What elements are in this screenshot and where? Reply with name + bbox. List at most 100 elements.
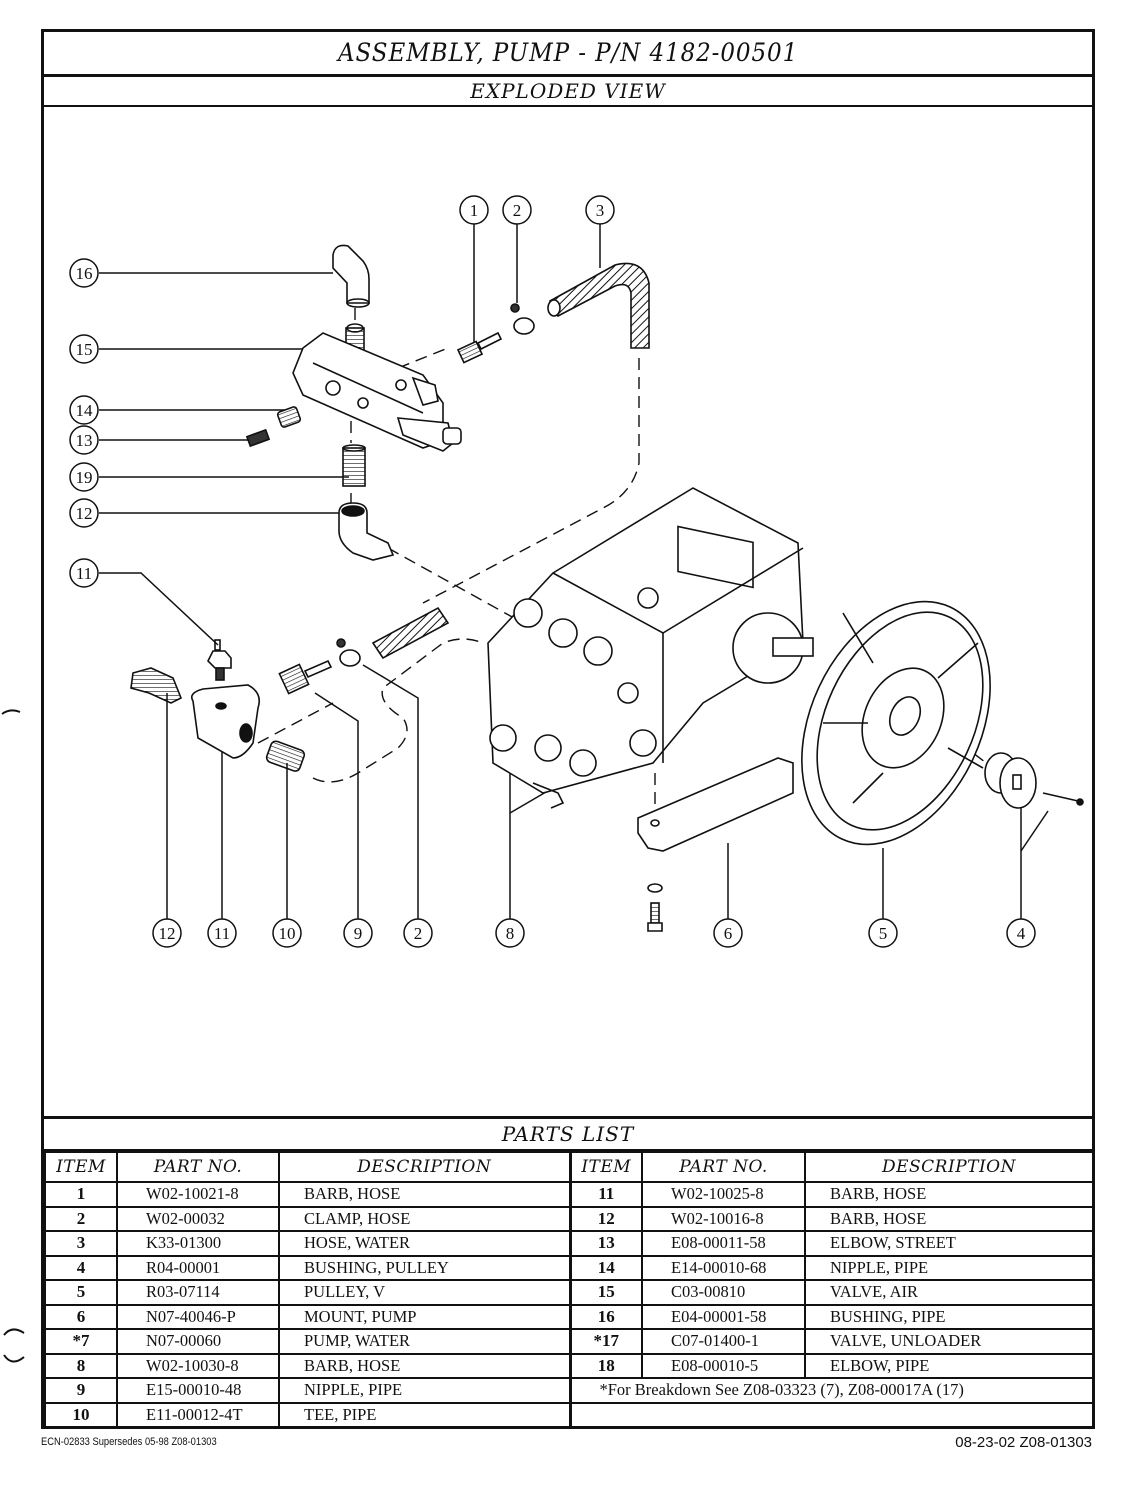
callout-label-2-bottom: 2: [414, 924, 423, 943]
drawing-sheet: ASSEMBLY, PUMP - P/N 4182-00501 EXPLODED…: [41, 29, 1095, 1429]
elbow-pipe-part-18: [332, 244, 370, 308]
callout-12: [152, 918, 182, 948]
part-number: E15-00010-48: [116, 1377, 280, 1404]
part-description: PULLEY, V: [278, 1279, 571, 1306]
page-title: ASSEMBLY, PUMP - P/N 4182-00501: [337, 38, 799, 67]
item-number: 5: [44, 1279, 118, 1306]
part-number: C03-00810: [641, 1279, 806, 1306]
callout-label-10: 10: [279, 924, 296, 943]
callout-13: [69, 558, 99, 588]
item-number: 12: [568, 1205, 643, 1232]
part-description: BARB, HOSE: [804, 1205, 1094, 1232]
item-number: 4: [44, 1254, 118, 1281]
callout-label-2-top: 2: [513, 201, 522, 220]
callout-9: [343, 918, 373, 948]
callout-8: [495, 918, 525, 948]
callout-18: [69, 258, 99, 288]
item-number: *7: [44, 1328, 118, 1355]
part-description: VALVE, UNLOADER: [804, 1328, 1094, 1355]
callout-1: [459, 195, 489, 225]
bushing-part-16: [276, 406, 302, 428]
callout-15: [69, 425, 99, 455]
part-description: PUMP, WATER: [278, 1328, 571, 1355]
callout-2-bottom: [403, 918, 433, 948]
item-number: *17: [568, 1328, 643, 1355]
item-number: 11: [568, 1181, 643, 1208]
callout-label-8: 8: [506, 924, 515, 943]
nipple-part-10: [265, 740, 306, 772]
callout-label-13: 11: [76, 564, 92, 583]
tee-part-11: [190, 684, 261, 759]
col-header-item: ITEM: [44, 1151, 118, 1183]
part-number: W02-10030-8: [116, 1352, 280, 1379]
parts-list-title: PARTS LIST: [44, 1116, 1092, 1151]
callout-circles: [69, 195, 1036, 948]
part-description: CLAMP, HOSE: [278, 1205, 571, 1232]
item-number: 8: [44, 1352, 118, 1379]
part-number: W02-00032: [116, 1205, 280, 1232]
item-number: 3: [44, 1230, 118, 1257]
water-pump-part-7: [487, 487, 814, 794]
exploded-view-diagram: 16 15 14 13 19 12 11 1 2 3 12 11 10 9 2 …: [69, 195, 1084, 948]
part-description: BUSHING, PULLEY: [278, 1254, 571, 1281]
callout-label-6: 6: [724, 924, 733, 943]
part-description: ELBOW, PIPE: [804, 1352, 1094, 1379]
title-bar: ASSEMBLY, PUMP - P/N 4182-00501: [44, 32, 1092, 77]
col-header-part-no: PART NO.: [116, 1151, 280, 1183]
part-number: N07-40046-P: [116, 1303, 280, 1330]
nipple-part-19: [342, 444, 366, 487]
empty-cell: [568, 1401, 1094, 1428]
parts-list: PARTS LIST ITEM PART NO. DESCRIPTION ITE…: [44, 1116, 1094, 1428]
item-number: 9: [44, 1377, 118, 1404]
part-number: R04-00001: [116, 1254, 280, 1281]
part-number: C07-01400-1: [641, 1328, 806, 1355]
parts-table-header: ITEM PART NO. DESCRIPTION ITEM PART NO. …: [44, 1151, 1094, 1183]
callout-11: [207, 918, 237, 948]
callout-10: [272, 918, 302, 948]
air-valve-part-15: [245, 428, 271, 448]
part-number: E08-00011-58: [641, 1230, 806, 1257]
callout-2-top: [502, 195, 532, 225]
callout-label-19: 19: [76, 468, 93, 487]
part-description: HOSE, WATER: [278, 1230, 571, 1257]
callout-label-15: 13: [76, 431, 93, 450]
nipple-part-14: [338, 502, 395, 561]
part-number: E08-00010-5: [641, 1352, 806, 1379]
part-description: BARB, HOSE: [278, 1352, 571, 1379]
part-number: W02-10016-8: [641, 1205, 806, 1232]
part-description: MOUNT, PUMP: [278, 1303, 571, 1330]
hose-barb-part-12: [130, 667, 183, 704]
unloader-valve-part-17: [292, 323, 462, 452]
margin-mark-binder-hole: [3, 1328, 25, 1363]
part-number: K33-01300: [116, 1230, 280, 1257]
callout-label-12: 12: [159, 924, 176, 943]
callout-label-9: 9: [354, 924, 363, 943]
part-description: NIPPLE, PIPE: [278, 1377, 571, 1404]
col-header-part-no-2: PART NO.: [641, 1151, 806, 1183]
part-description: VALVE, AIR: [804, 1279, 1094, 1306]
nipple-part-9: [278, 659, 333, 695]
pulley-bushing-part-4: [984, 752, 1084, 809]
hose-barb-part-1: [456, 331, 503, 364]
callout-label-17: 15: [76, 340, 93, 359]
part-description: ELBOW, STREET: [804, 1230, 1094, 1257]
part-description: BUSHING, PIPE: [804, 1303, 1094, 1330]
item-number: 14: [568, 1254, 643, 1281]
callout-17: [69, 334, 99, 364]
part-number: N07-00060: [116, 1328, 280, 1355]
col-header-description-2: DESCRIPTION: [804, 1151, 1094, 1183]
col-header-item-2: ITEM: [568, 1151, 643, 1183]
item-number: 18: [568, 1352, 643, 1379]
item-number: 15: [568, 1279, 643, 1306]
part-number: E04-00001-58: [641, 1303, 806, 1330]
margin-mark: [1, 709, 21, 715]
